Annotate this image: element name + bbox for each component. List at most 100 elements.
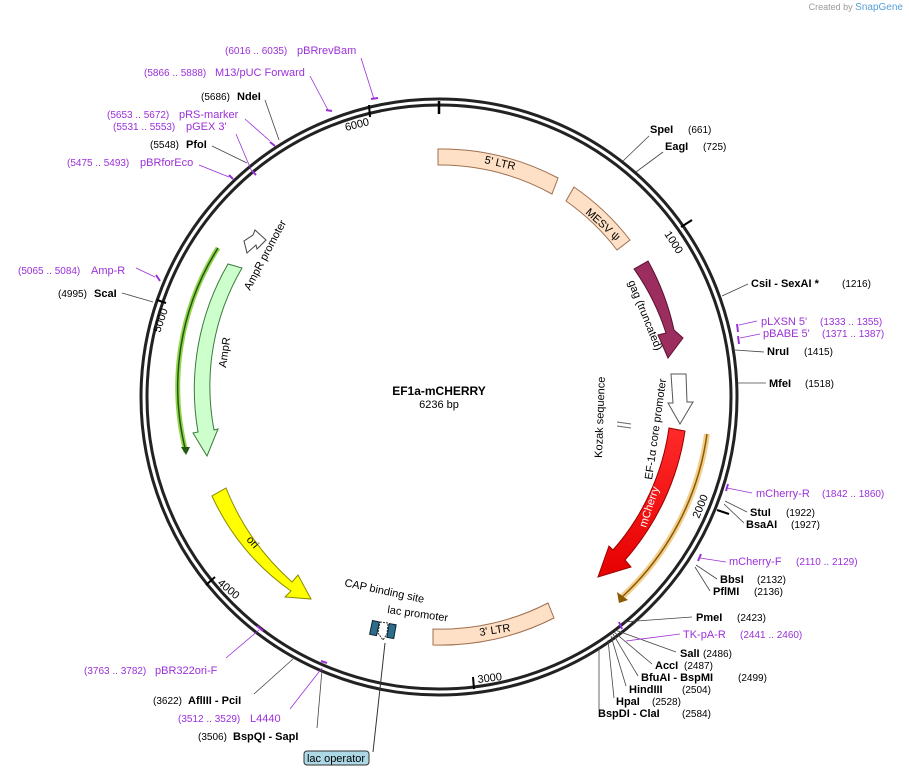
primer-pgex-3[interactable]: (5531 .. 5553) pGEX 3'	[113, 121, 257, 176]
svg-text:(725): (725)	[703, 142, 726, 153]
svg-text:(5531 .. 5553): (5531 .. 5553)	[113, 122, 175, 133]
svg-text:(1927): (1927)	[791, 520, 820, 531]
enzyme-csii-sexai[interactable]: CsiI - SexAI * (1216)	[721, 278, 871, 297]
svg-text:BbsI: BbsI	[720, 574, 744, 586]
enzyme-bbsi[interactable]: BbsI (2132)	[695, 564, 786, 586]
primer-pbr322ori-f[interactable]: (3763 .. 3782)pBR322ori-F	[84, 625, 264, 677]
svg-text:(3506): (3506)	[198, 732, 227, 743]
svg-text:3000: 3000	[477, 671, 503, 686]
feature-label-kozak: Kozak sequence	[593, 376, 608, 458]
svg-text:(5653 .. 5672): (5653 .. 5672)	[107, 110, 169, 121]
primer-mcherry-r[interactable]: mCherry-R (1842 .. 1860)	[725, 483, 884, 500]
primer-amp-r[interactable]: (5065 .. 5084) Amp-R	[18, 265, 161, 282]
svg-text:CsiI - SexAI *: CsiI - SexAI *	[751, 278, 820, 290]
primer-m13-puc-forward[interactable]: (5866 .. 5888)M13/pUC Forward	[144, 67, 333, 112]
svg-text:HpaI: HpaI	[616, 696, 640, 708]
enzyme-ndei[interactable]: (5686)NdeI	[201, 91, 280, 141]
lac-operator-callout[interactable]: lac operator	[303, 750, 370, 766]
svg-text:(1518): (1518)	[805, 379, 834, 390]
feature-kozak[interactable]: Kozak sequence	[593, 376, 632, 458]
svg-text:(2528): (2528)	[652, 697, 681, 708]
enzyme-nrui[interactable]: NruI(1415)	[734, 346, 833, 358]
enzyme-sali[interactable]: SalI(2486)	[614, 629, 732, 660]
ampr-region-arrow	[181, 447, 190, 455]
enzyme-pflmi[interactable]: PflMI(2136)	[694, 566, 783, 598]
svg-text:(2486): (2486)	[703, 649, 732, 660]
svg-text:MfeI: MfeI	[769, 378, 791, 390]
snapgene-logo: SnapGene	[855, 2, 903, 13]
enzyme-hindiii[interactable]: HindIII(2504)	[610, 635, 711, 696]
svg-text:HindIII: HindIII	[629, 684, 663, 696]
feature-5-ltr[interactable]: 5' LTR	[437, 148, 559, 195]
ampr-region-line	[176, 247, 219, 453]
enzyme-afliii-pcii[interactable]: (3622)AflIII - PciI	[153, 658, 294, 707]
svg-text:mCherry-R: mCherry-R	[756, 488, 810, 500]
enzyme-hpai[interactable]: HpaI (2528)	[607, 639, 681, 708]
enzyme-acci[interactable]: AccI (2487)	[613, 631, 713, 672]
svg-text:(4995): (4995)	[58, 289, 87, 300]
svg-text:TK-pA-R: TK-pA-R	[683, 629, 726, 641]
feature-ampr-promoter[interactable]: AmpR promoter	[242, 218, 289, 292]
svg-text:(6016 .. 6035): (6016 .. 6035)	[225, 46, 287, 57]
primer-pbabe-5[interactable]: pBABE 5'(1371 .. 1387)	[737, 328, 884, 345]
enzyme-spei[interactable]: SpeI(661)	[622, 124, 711, 162]
svg-text:(2441 .. 2460): (2441 .. 2460)	[740, 630, 802, 641]
enzyme-bspdi-clai[interactable]: BspDI - ClaI (2584)	[598, 648, 711, 720]
primer-l4440[interactable]: (3512 .. 3529)L4440	[178, 660, 328, 725]
svg-text:(5866 .. 5888): (5866 .. 5888)	[144, 68, 206, 79]
svg-text:SalI: SalI	[680, 648, 700, 660]
svg-text:Amp-R: Amp-R	[91, 265, 125, 277]
svg-text:(5065 .. 5084): (5065 .. 5084)	[18, 266, 80, 277]
svg-text:(2584): (2584)	[682, 709, 711, 720]
enzyme-bspqi-sapi[interactable]: (3506)BspQI - SapI	[198, 669, 323, 743]
primer-mcherry-f[interactable]: mCherry-F(2110 .. 2129)	[697, 553, 858, 568]
svg-text:pBRrevBam: pBRrevBam	[297, 45, 356, 57]
enzyme-pmei[interactable]: PmeI(2423)	[622, 612, 766, 624]
tick-6000: 6000	[344, 104, 371, 134]
primer-pbrrevbam[interactable]: (6016 .. 6035) pBRrevBam	[225, 45, 379, 100]
feature-ori[interactable]: ori	[211, 487, 312, 600]
lac-operator-label: lac operator	[307, 753, 365, 765]
feature-label-cap: CAP binding site	[343, 577, 425, 606]
svg-text:(1333 .. 1355): (1333 .. 1355)	[820, 317, 882, 328]
svg-text:PfoI: PfoI	[186, 139, 207, 151]
feature-3-ltr[interactable]: 3' LTR	[432, 602, 555, 646]
primer-pbrforeco[interactable]: (5475 .. 5493)pBRforEco	[67, 157, 234, 180]
tick-3000: 3000	[472, 671, 503, 690]
plasmid-size: 6236 bp	[419, 399, 459, 411]
svg-text:BsaAI: BsaAI	[746, 519, 777, 531]
enzyme-pfoi[interactable]: (5548)PfoI	[150, 139, 248, 164]
svg-text:(1371 .. 1387): (1371 .. 1387)	[822, 329, 884, 340]
svg-text:(1842 .. 1860): (1842 .. 1860)	[822, 489, 884, 500]
feature-mcherry[interactable]: mCherry	[597, 427, 686, 578]
svg-text:(2487): (2487)	[684, 661, 713, 672]
svg-text:NdeI: NdeI	[237, 91, 261, 103]
svg-text:(1216): (1216)	[842, 279, 871, 290]
feature-label-ampr-promoter: AmpR promoter	[242, 218, 289, 292]
svg-text:pGEX 3': pGEX 3'	[186, 121, 227, 133]
primer-plxsn-5[interactable]: pLXSN 5' (1333 .. 1355)	[736, 316, 882, 333]
mcherry-region-arrow	[617, 592, 628, 603]
feature-mesv-psi[interactable]: MESV ψ	[565, 186, 631, 251]
feature-lac-operator-mark[interactable]	[386, 623, 397, 640]
feature-gag-truncated[interactable]: gag (truncated)	[625, 260, 684, 359]
enzyme-bfuai-bspmi[interactable]: BfuAI - BspMI(2499)	[612, 633, 767, 684]
svg-text:BspDI - ClaI: BspDI - ClaI	[598, 708, 660, 720]
primer-prs-marker[interactable]: (5653 .. 5672)pRS-marker	[107, 109, 276, 147]
svg-text:AccI: AccI	[655, 660, 678, 672]
svg-text:PmeI: PmeI	[696, 612, 722, 624]
svg-text:PflMI: PflMI	[713, 586, 739, 598]
feature-ampr[interactable]: AmpR	[192, 263, 243, 458]
enzyme-mfei[interactable]: MfeI (1518)	[738, 378, 834, 390]
primer-tk-pa-r[interactable]: TK-pA-R (2441 .. 2460)	[618, 621, 802, 642]
svg-text:(2132): (2132)	[757, 575, 786, 586]
enzyme-bsaai[interactable]: BsaAI (1927)	[723, 503, 820, 531]
snapgene-watermark: Created by SnapGene	[809, 2, 903, 13]
enzyme-eagi[interactable]: EagI (725)	[635, 141, 726, 173]
svg-text:EagI: EagI	[665, 141, 688, 153]
enzyme-stui[interactable]: StuI(1922)	[724, 500, 815, 519]
svg-text:pLXSN 5': pLXSN 5'	[761, 316, 807, 328]
enzyme-scai[interactable]: (4995)ScaI	[58, 288, 154, 303]
svg-text:NruI: NruI	[767, 346, 789, 358]
